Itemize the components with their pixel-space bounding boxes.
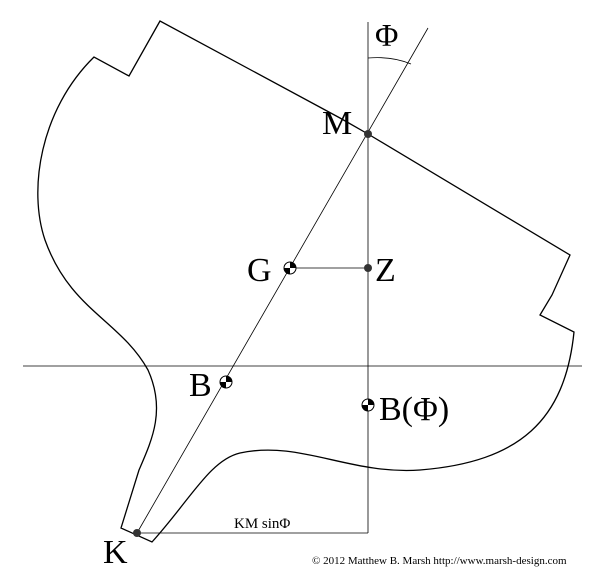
- hull-outline: [37, 20, 575, 543]
- km-sin-phi-label: KM sinΦ: [234, 516, 290, 532]
- label-b-phi: B(Φ): [379, 391, 449, 428]
- label-m: M: [322, 105, 352, 142]
- center-of-buoyancy-symbol: [219, 375, 233, 389]
- label-k: K: [103, 534, 128, 571]
- point-z-dot: [364, 264, 372, 272]
- label-g: G: [247, 252, 272, 289]
- inclined-buoyancy-symbol: [361, 398, 375, 412]
- copyright-credit: © 2012 Matthew B. Marsh http://www.marsh…: [312, 555, 567, 567]
- center-of-gravity-symbol: [283, 261, 297, 275]
- label-b: B: [189, 367, 212, 404]
- phi-label: Φ: [375, 17, 398, 53]
- point-k-dot: [133, 529, 141, 537]
- inclined-centerline: [136, 27, 429, 534]
- label-z: Z: [375, 252, 396, 289]
- phi-angle-arc: [367, 57, 412, 65]
- point-m-dot: [364, 130, 372, 138]
